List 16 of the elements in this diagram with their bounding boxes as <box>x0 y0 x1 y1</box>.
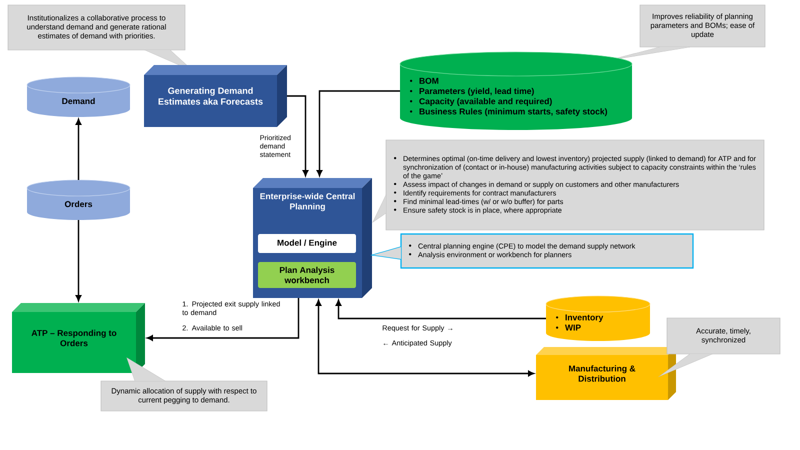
arrow <box>76 118 82 180</box>
database-cylinder: Demand <box>26 76 130 117</box>
module-box: Model / Engine <box>258 234 356 253</box>
module-box: Plan Analysis workbench <box>258 262 356 288</box>
arrow <box>287 95 308 176</box>
process-block: Manufacturing & Distribution <box>536 347 676 400</box>
arrow <box>146 298 300 341</box>
process-block: ATP – Responding to Orders <box>12 303 145 373</box>
database-cylinder: Inventory WIP <box>546 296 650 341</box>
process-block: Generating Demand Estimates aka Forecasts <box>144 65 287 127</box>
arrow <box>316 90 400 176</box>
database-cylinder: BOM Parameters (yield, lead time) Capacity (available and required) Business Rules (minimum starts, safety stock) <box>400 52 632 130</box>
arrow <box>76 220 82 302</box>
arrow <box>316 300 534 376</box>
database-cylinder: Orders <box>26 180 130 220</box>
arrow <box>336 300 546 320</box>
